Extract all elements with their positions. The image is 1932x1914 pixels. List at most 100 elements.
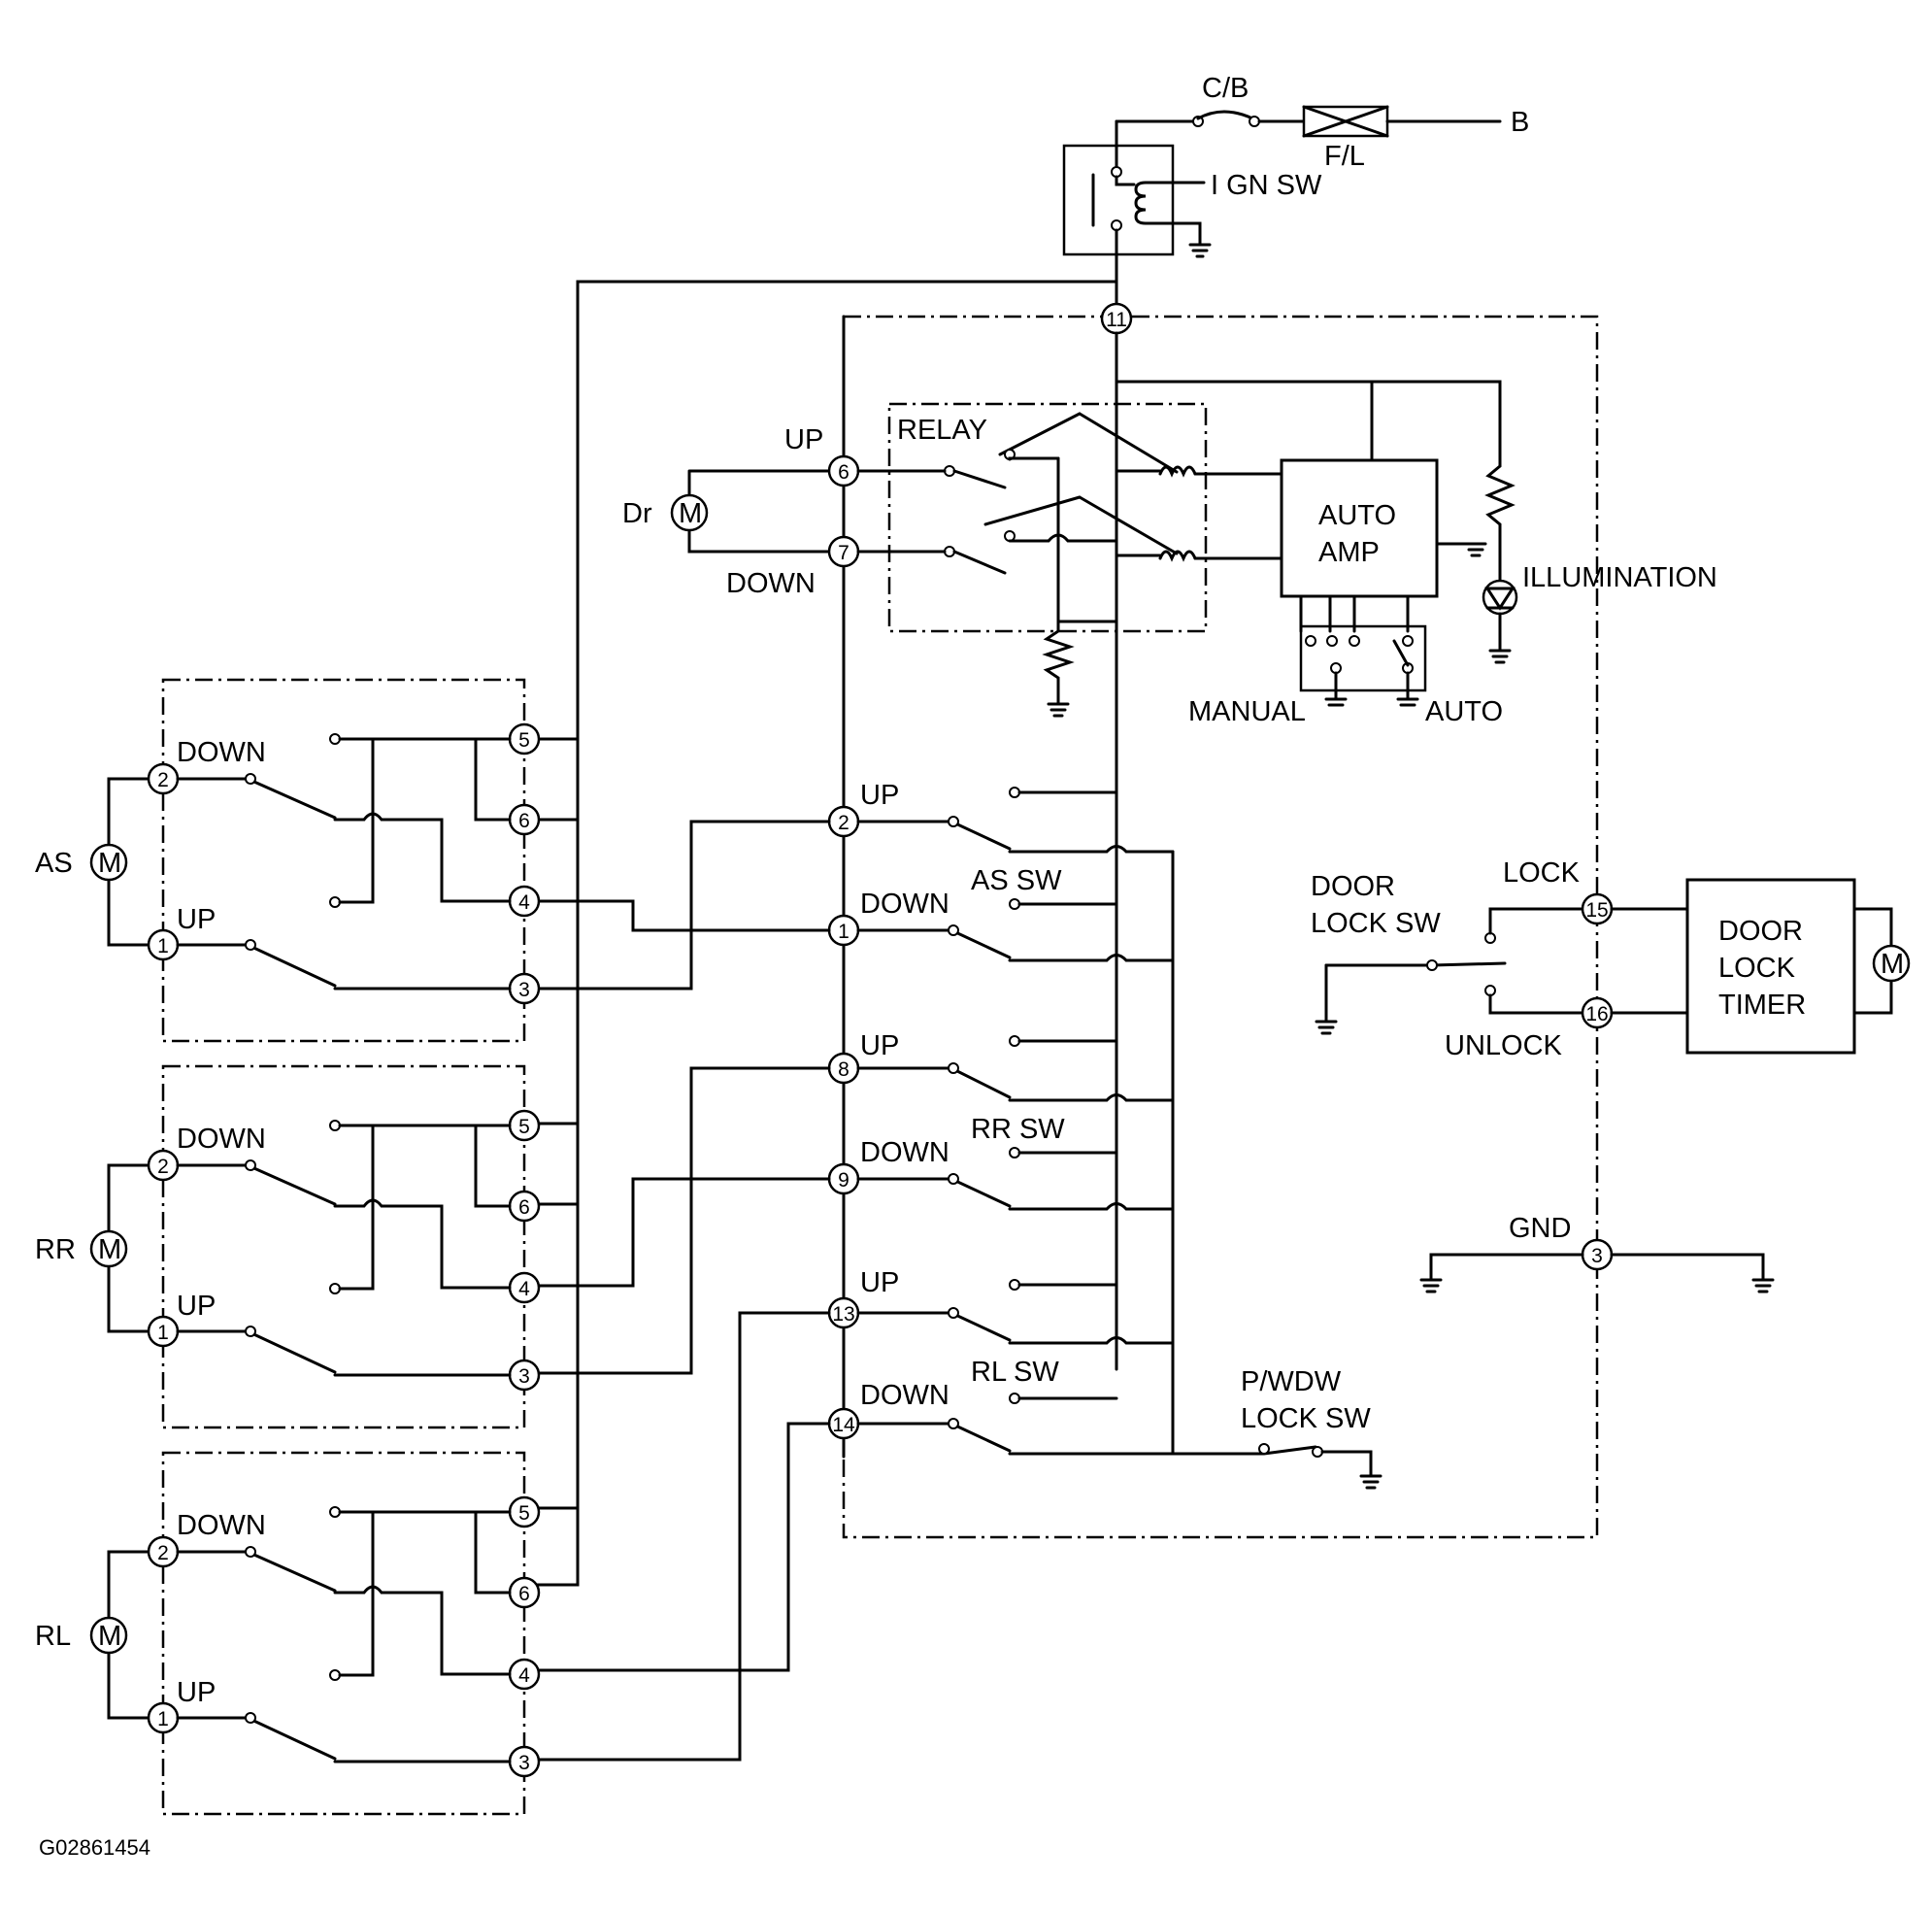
rr-down-label: DOWN <box>860 1137 949 1168</box>
down-label: DOWN <box>177 1124 266 1155</box>
fusible-link-label: F/L <box>1324 141 1365 172</box>
svg-text:9: 9 <box>838 1169 849 1192</box>
rr-switch-label: RR SW <box>971 1114 1065 1145</box>
power-window-lock-switch[interactable]: P/WDW LOCK SW <box>1171 1366 1382 1490</box>
pin-1: 1 <box>147 1701 180 1734</box>
unlock-label: UNLOCK <box>1445 1030 1563 1061</box>
pin-dr-down: 7 <box>827 535 860 568</box>
relay-box <box>887 402 1208 633</box>
motor-symbol: M <box>98 848 121 879</box>
illumination-label: ILLUMINATION <box>1522 562 1717 593</box>
pin-as-up: 2 <box>827 805 860 838</box>
manual-label: MANUAL <box>1188 696 1306 727</box>
auto-label: AUTO <box>1425 696 1503 727</box>
svg-text:1: 1 <box>838 921 849 943</box>
svg-text:3: 3 <box>518 1365 530 1388</box>
pin-2: 2 <box>147 762 180 795</box>
svg-text:6: 6 <box>518 1196 530 1219</box>
svg-text:4: 4 <box>518 1278 530 1300</box>
svg-text:16: 16 <box>1585 1003 1608 1025</box>
relay-coils-icon <box>1158 465 1197 562</box>
pin-dr-up: 6 <box>827 454 860 487</box>
motor-icon <box>89 1229 128 1268</box>
pin-gnd: 3 <box>1581 1238 1614 1271</box>
main-rr-switch[interactable]: 8 9 UP DOWN RR SW <box>827 1030 1175 1211</box>
pin-rl-down: 14 <box>827 1407 860 1440</box>
svg-text:15: 15 <box>1585 899 1608 922</box>
svg-text:2: 2 <box>157 1156 169 1178</box>
pin-rl-up: 13 <box>827 1296 860 1329</box>
svg-text:4: 4 <box>518 1664 530 1687</box>
auto-amp-box <box>1280 458 1439 598</box>
svg-text:7: 7 <box>838 542 849 564</box>
door-lock-motor-icon <box>1872 944 1911 983</box>
svg-text:1: 1 <box>157 1708 169 1730</box>
pin-3: 3 <box>508 972 541 1005</box>
relay-label: RELAY <box>897 415 987 446</box>
circuit-breaker-label: C/B <box>1202 73 1249 104</box>
down-label: DOWN <box>177 1510 266 1541</box>
pin-5: 5 <box>508 722 541 756</box>
motor-symbol: M <box>98 1234 121 1265</box>
pin-2: 2 <box>147 1149 180 1182</box>
ignition-switch: I GN SW <box>1062 144 1322 284</box>
dr-down-label: DOWN <box>726 568 816 599</box>
gnd-label: GND <box>1509 1213 1571 1244</box>
rr-up-label: UP <box>860 1030 899 1061</box>
pin-as-down: 1 <box>827 914 860 947</box>
pin-6: 6 <box>508 803 541 836</box>
ignition-feed-wire <box>522 280 1118 1587</box>
motor-label: AS <box>35 848 73 879</box>
sub-switch-outline <box>161 1451 526 1816</box>
pin-2: 2 <box>147 1535 180 1568</box>
dr-up-label: UP <box>784 424 823 455</box>
relay-coil-icon <box>1134 181 1148 225</box>
driver-motor-label: Dr <box>622 498 652 529</box>
pin-4: 4 <box>508 885 541 918</box>
svg-text:3: 3 <box>518 1752 530 1774</box>
pin-3: 3 <box>508 1745 541 1778</box>
svg-text:2: 2 <box>157 769 169 791</box>
up-label: UP <box>177 1677 216 1708</box>
timer-label-2: LOCK <box>1718 953 1796 984</box>
svg-text:4: 4 <box>518 891 530 914</box>
as-up-label: UP <box>860 780 899 811</box>
rl-up-label: UP <box>860 1267 899 1298</box>
door-lock-switch[interactable]: DOOR LOCK SW LOCK UNLOCK <box>1311 857 1584 1061</box>
auto-amp-label-1: AUTO <box>1318 500 1396 531</box>
auto-amp-label-2: AMP <box>1318 537 1380 568</box>
manual-auto-switch <box>1299 624 1427 692</box>
svg-text:5: 5 <box>518 1116 530 1138</box>
rl-switch-label: RL SW <box>971 1357 1059 1388</box>
pin-1: 1 <box>147 1315 180 1348</box>
pin-lock: 15 <box>1581 892 1614 925</box>
pin-rr-down: 9 <box>827 1162 860 1195</box>
door-lock-motor-label: M <box>1881 949 1904 980</box>
pin-6: 6 <box>508 1576 541 1609</box>
as-switch-label: AS SW <box>971 865 1062 896</box>
main-rl-switch[interactable]: 13 14 UP DOWN RL SW <box>827 1267 1175 1456</box>
svg-text:5: 5 <box>518 729 530 752</box>
pin-6: 6 <box>508 1190 541 1223</box>
sub-switch-outline <box>161 1064 526 1429</box>
svg-text:3: 3 <box>518 979 530 1001</box>
timer-label-3: TIMER <box>1718 990 1806 1021</box>
svg-text:6: 6 <box>518 810 530 832</box>
pwdw-lock-label-1: P/WDW <box>1241 1366 1342 1397</box>
motor-label: RR <box>35 1234 76 1265</box>
svg-text:6: 6 <box>838 461 849 484</box>
svg-text:M: M <box>679 498 702 529</box>
timer-label-1: DOOR <box>1718 916 1803 947</box>
svg-text:11: 11 <box>1106 309 1127 331</box>
svg-text:13: 13 <box>832 1303 854 1326</box>
main-as-switch[interactable]: 2 1 UP DOWN AS SW <box>827 780 1175 962</box>
battery-label: B <box>1511 107 1529 138</box>
power-supply: C/B F/L B <box>1115 73 1529 172</box>
driver-motor: M Dr <box>622 469 830 554</box>
up-label: UP <box>177 904 216 935</box>
svg-text:1: 1 <box>157 1322 169 1344</box>
door-lock-sw-label-1: DOOR <box>1311 871 1395 902</box>
